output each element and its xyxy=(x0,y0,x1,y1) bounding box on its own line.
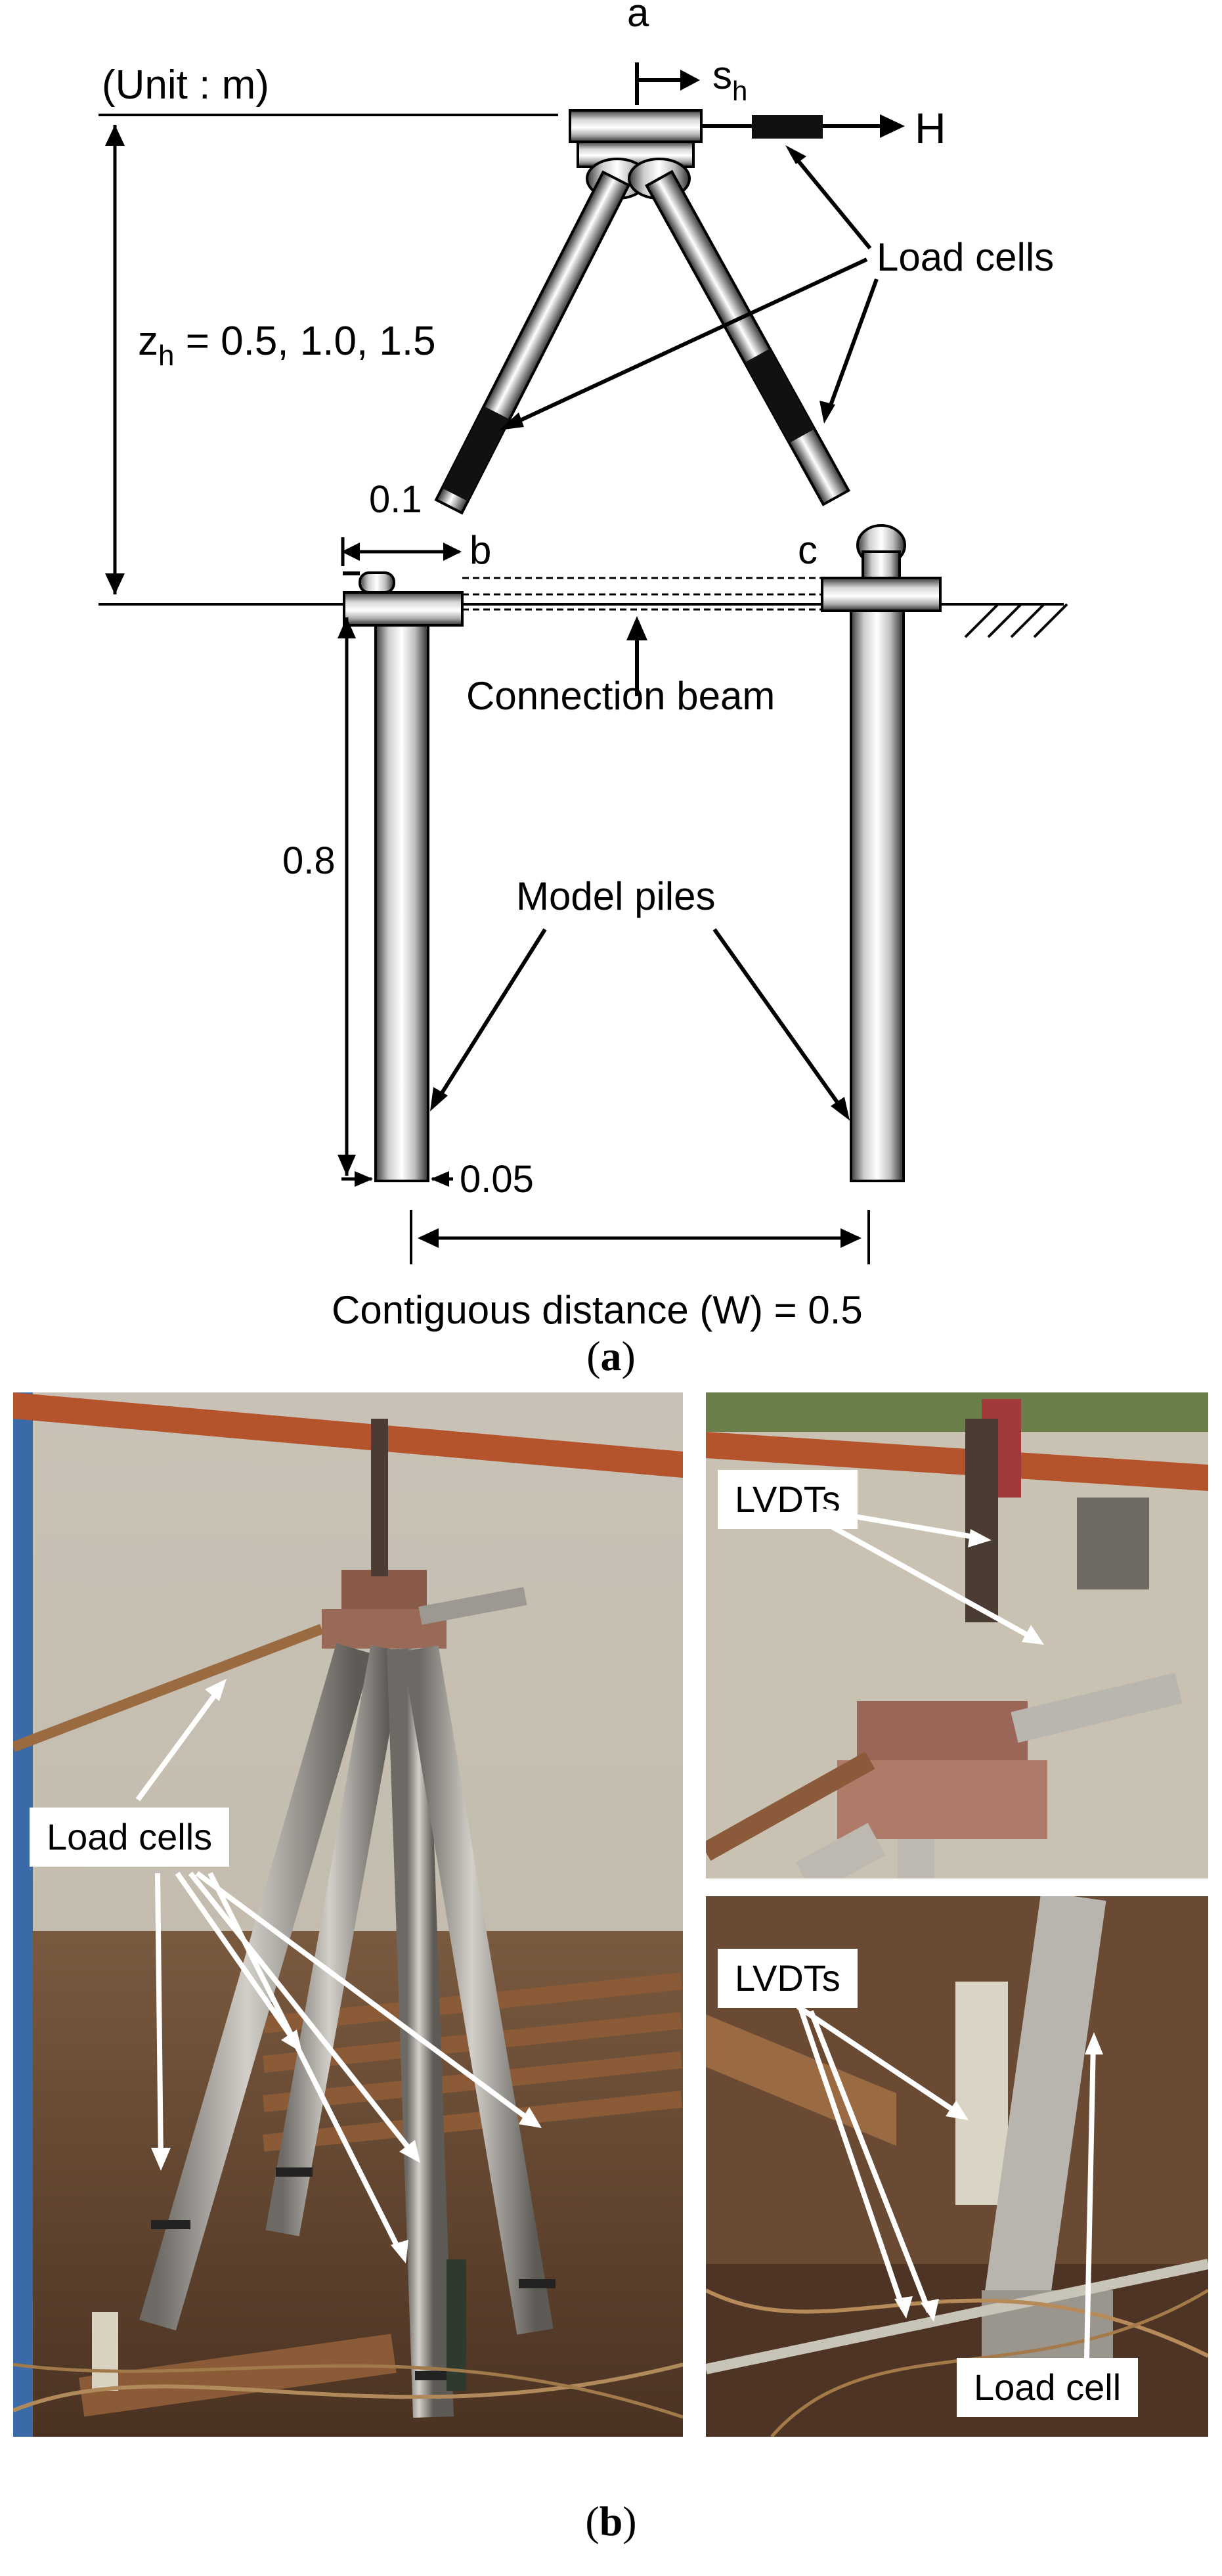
ground-hatch xyxy=(964,603,1068,638)
left-pile-cap xyxy=(343,571,464,627)
left-strut xyxy=(434,170,631,515)
unit-label: (Unit : m) xyxy=(102,62,269,108)
connection-beam-label: Connection beam xyxy=(466,674,775,718)
horizontal-load-cell xyxy=(752,115,823,139)
photo-bottom-right-lvdts xyxy=(706,1896,1208,2437)
caption-a: (a) xyxy=(586,1333,636,1379)
left-model-pile xyxy=(374,624,429,1182)
loading-head xyxy=(569,109,703,200)
left-photo-load-cells-label: Load cells xyxy=(30,1808,230,1867)
right-model-pile xyxy=(850,610,905,1182)
pile-diameter-label: 0.05 xyxy=(460,1158,534,1201)
load-cells-label: Load cells xyxy=(877,235,1054,279)
top-right-lvdts-label: LVDTs xyxy=(718,1470,858,1529)
bottom-right-load-cell-label: Load cell xyxy=(957,2358,1139,2417)
pile-length-label: 0.8 xyxy=(282,839,336,882)
caption-b: (b) xyxy=(585,2498,637,2544)
photo-left-pile-group xyxy=(13,1392,683,2437)
distance-label: Contiguous distance (W) = 0.5 xyxy=(332,1288,863,1332)
point-b-label: b xyxy=(469,528,491,572)
load-cells-leaders xyxy=(508,151,879,428)
height-label: zh = 0.5, 1.0, 1.5 xyxy=(138,319,436,372)
cap-width-label: 0.1 xyxy=(369,478,422,521)
connection-beam xyxy=(462,577,822,611)
displacement-label: sh xyxy=(712,53,747,106)
point-a-label: a xyxy=(627,0,649,35)
bottom-right-lvdts-label: LVDTs xyxy=(718,1949,858,2008)
photo-top-right-lvdts xyxy=(706,1392,1208,1878)
right-pile-cap xyxy=(821,524,942,612)
test-setup-schematic: (Unit : m) zh = 0.5, 1.0, 1.5 H a sh Loa… xyxy=(98,0,1068,1332)
point-c-label: c xyxy=(798,528,818,572)
force-label: H xyxy=(915,104,946,152)
right-strut xyxy=(645,169,851,506)
model-piles-label: Model piles xyxy=(516,874,716,918)
